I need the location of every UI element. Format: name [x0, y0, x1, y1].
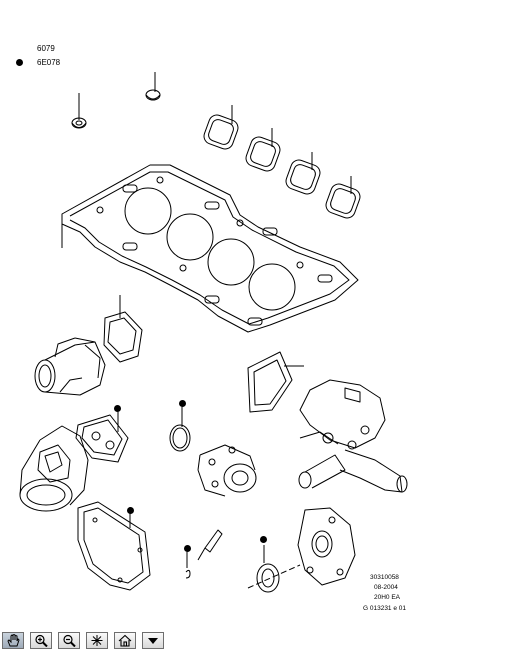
zoom-out-icon	[63, 634, 76, 647]
dipstick-seal	[185, 529, 223, 579]
reference-line-3: 20H0 EA	[374, 594, 401, 601]
zoom-out-button[interactable]	[58, 632, 80, 649]
bolt-part-right	[145, 72, 161, 101]
bolt-part-left	[71, 93, 87, 129]
air-duct-elbow	[19, 425, 89, 512]
port-gasket-1	[203, 105, 239, 150]
oil-pump-front-cover	[297, 507, 356, 586]
port-gasket-2	[245, 128, 281, 172]
water-pump-o-ring	[169, 407, 191, 452]
menu-button[interactable]	[142, 632, 164, 649]
legend-bullet	[16, 59, 23, 66]
thermostat-housing-gasket	[103, 295, 143, 363]
viewer-toolbar	[0, 632, 520, 650]
marked-part-bullet	[114, 405, 121, 412]
exploded-parts-diagram	[19, 72, 408, 593]
water-pump	[197, 444, 257, 497]
cover-gasket	[77, 501, 151, 591]
elbow-gasket	[75, 412, 129, 463]
marked-part-bullet	[260, 536, 267, 543]
coolant-outlet-housing	[298, 379, 408, 493]
thermostat-housing	[34, 337, 106, 396]
port-gasket-3	[285, 152, 321, 195]
legend-item-unmarked-code: 6079	[37, 44, 55, 53]
port-gasket-4	[325, 176, 361, 219]
zoom-in-button[interactable]	[30, 632, 52, 649]
reference-line-1: 30310058	[370, 574, 399, 581]
dropdown-arrow-icon	[148, 638, 158, 644]
zoom-in-icon	[35, 634, 48, 647]
fit-icon	[91, 635, 103, 646]
marked-part-bullet	[184, 545, 191, 552]
hand-icon	[7, 634, 20, 647]
crankshaft-seal	[247, 545, 301, 593]
cylinder-head-gasket	[61, 164, 359, 333]
fit-window-button[interactable]	[86, 632, 108, 649]
home-button[interactable]	[114, 632, 136, 649]
home-icon	[118, 634, 132, 647]
pan-tool-button[interactable]	[2, 632, 24, 649]
marked-part-bullet	[127, 507, 134, 514]
legend-item-marked-code: 6E078	[37, 58, 61, 67]
marked-part-bullet	[179, 400, 186, 407]
reference-line-2: 08-2004	[374, 584, 398, 591]
reference-line-4: G 013231 e 01	[363, 605, 407, 612]
outlet-housing-gasket	[247, 351, 304, 413]
